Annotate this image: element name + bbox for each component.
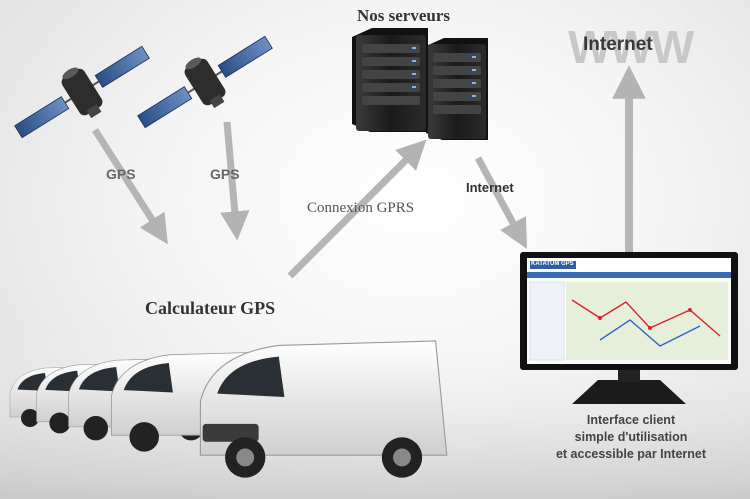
satellite-icon — [137, 35, 273, 129]
monitor-icon — [520, 252, 738, 404]
arrow-gprs — [287, 139, 427, 279]
caption-line: et accessible par Internet — [555, 447, 707, 461]
internet-link-label: Internet — [466, 180, 514, 195]
gprs-link-label: Connexion GPRS — [307, 200, 415, 216]
server-icon — [352, 28, 428, 132]
arrow-gps-1 — [92, 128, 168, 245]
servers-title: Nos serveurs — [357, 6, 451, 25]
vehicles-label: Calculateur GPS — [145, 298, 276, 318]
gps-label: GPS — [106, 166, 136, 182]
caption-line: Interface client — [586, 413, 676, 427]
gps-label: GPS — [210, 166, 240, 182]
internet-node-label: Internet — [583, 34, 653, 55]
screen-brand: KATATUM GPS — [531, 261, 574, 267]
arrow-internet — [474, 156, 527, 249]
satellite-icon — [14, 45, 150, 139]
van-fleet — [9, 340, 448, 478]
caption-line: simple d'utilisation — [574, 430, 688, 444]
server-icon — [426, 38, 488, 140]
arrow-gps-2 — [220, 121, 250, 241]
van — [199, 340, 448, 478]
client-caption: Interface client simple d'utilisation et… — [525, 412, 737, 463]
www-backdrop: WWW — [568, 21, 694, 73]
